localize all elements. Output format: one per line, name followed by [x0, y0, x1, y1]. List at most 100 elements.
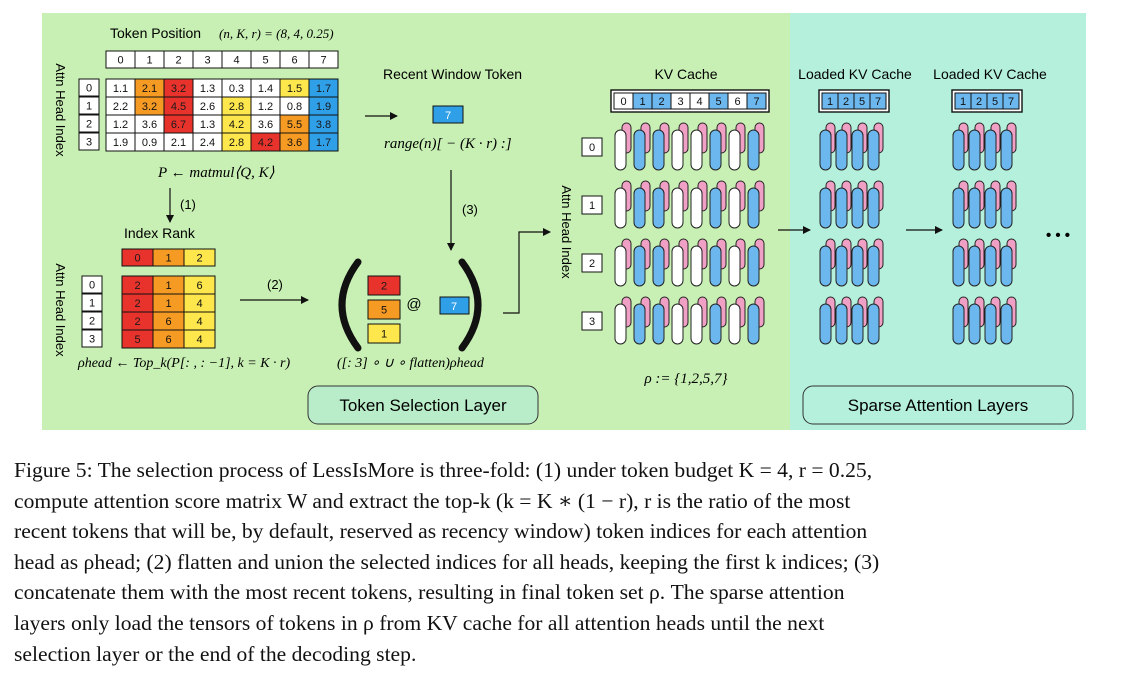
loaded-key-pill [1000, 129, 1013, 171]
concat-recent-cell [439, 296, 470, 315]
score-row-index-cell [78, 114, 100, 133]
selected-token-cell [367, 275, 401, 296]
loaded-key-pill [952, 245, 965, 287]
figure: Token Position (n, K, r) = (8, 4, 0.25) … [42, 13, 1086, 430]
attn-head-index-label-top: Attn Head Index [53, 63, 68, 157]
loaded-token-1-cell [869, 92, 887, 110]
score-cell-text: 2.8 [229, 101, 244, 113]
loaded-key-pill [819, 303, 832, 345]
loaded-key-pill [968, 303, 981, 345]
loaded-key-pill [968, 187, 981, 229]
loaded-key-pill [819, 129, 832, 171]
kv-token-cell-text: 3 [677, 96, 683, 108]
loaded-key-pill [835, 129, 848, 171]
kv-key-pill [728, 187, 741, 229]
score-cell-text: 1.9 [316, 101, 331, 113]
score-cell [308, 132, 339, 152]
rank-cell-text: 2 [134, 298, 140, 310]
score-cell-text: 1.2 [113, 119, 128, 131]
caption-line: compute attention score matrix W and ext… [14, 488, 851, 513]
caption-line: selection layer or the end of the decodi… [14, 641, 417, 666]
kv-key-pill [671, 303, 684, 345]
loaded-token-2-cell-text: 2 [976, 96, 982, 108]
score-cell-text: 1.1 [113, 83, 128, 95]
loaded-key-pill [867, 245, 880, 287]
concat-recent-value: 7 [451, 301, 457, 313]
score-cell-text: 2.4 [200, 137, 215, 149]
score-cell-text: 1.5 [287, 83, 302, 95]
selected-token-column: 2 5 1 [367, 275, 401, 344]
rank-cell-text: 6 [196, 280, 202, 292]
loaded-key-pill [819, 187, 832, 229]
loaded-key-pill [851, 187, 864, 229]
caption-line: head as ρhead; (2) flatten and union the… [14, 549, 880, 574]
kv-key-pill [709, 129, 722, 171]
loaded-kv-cylinders-2 [952, 122, 1017, 345]
loaded-key-pill [952, 129, 965, 171]
loaded-key-pill [835, 187, 848, 229]
kv-head-label-cell [581, 253, 603, 273]
flatten-formula: ([: 3] ∘ ∪ ∘ flatten)ρhead [337, 356, 485, 371]
rank-cell-text: 2 [134, 316, 140, 328]
sparse-attention-layers-label: Sparse Attention Layers [848, 396, 1029, 415]
step1-label: (1) [180, 197, 196, 212]
loaded-key-pill [835, 303, 848, 345]
loaded-kv-label-1: Loaded KV Cache [798, 66, 912, 82]
kv-token-cell-text: 5 [715, 96, 721, 108]
loaded-key-pill [1000, 245, 1013, 287]
rank-cell-text: 5 [134, 334, 140, 346]
kv-token-cell [746, 92, 767, 110]
loaded-key-pill [867, 303, 880, 345]
selected-token-cell-text: 1 [381, 328, 387, 340]
selected-token-cell-text: 2 [381, 280, 387, 292]
score-cell-text: 6.7 [171, 119, 186, 131]
kv-key-pill [671, 245, 684, 287]
score-cell-text: 3.6 [287, 137, 302, 149]
loaded-key-pill [984, 245, 997, 287]
token-header-cell-text: 1 [146, 54, 152, 66]
score-row-index-cell-text: 0 [86, 82, 92, 94]
concat-symbol: @ [406, 296, 421, 313]
kv-token-cell-text: 7 [753, 96, 759, 108]
rank-row-index-cell-text: 3 [89, 333, 95, 345]
caption-line: layers only load the tensors of tokens i… [14, 610, 825, 635]
loaded-token-1-cell-text: 1 [827, 96, 833, 108]
sparse-attention-layers-box [802, 385, 1074, 425]
score-row-index-cell-text: 3 [86, 136, 92, 148]
token-header-cell-text: 0 [117, 54, 123, 66]
loaded-key-pill [952, 187, 965, 229]
kv-key-pill [671, 187, 684, 229]
kv-key-pill [652, 245, 665, 287]
kv-key-pill [633, 129, 646, 171]
kv-token-cell-text: 0 [620, 96, 626, 108]
kv-key-pill [690, 129, 703, 171]
score-cell-text: 1.4 [258, 83, 273, 95]
score-cell-text: 1.3 [200, 83, 215, 95]
score-cell-text: 3.2 [171, 83, 186, 95]
kv-token-cell-text: 1 [639, 96, 645, 108]
loaded-token-2-cell-text: 5 [992, 96, 998, 108]
token-header-cell [308, 50, 339, 69]
matmul-formula: P ← matmul⟨Q, K⟩ [157, 165, 275, 181]
kv-key-pill [747, 245, 760, 287]
loaded-key-pill [851, 129, 864, 171]
token-header-cell-text: 4 [233, 54, 239, 66]
loaded-token-1-cell-text: 2 [843, 96, 849, 108]
ellipsis: • • • [1046, 227, 1070, 244]
score-cell-text: 2.2 [113, 101, 128, 113]
loaded-token-1-cell-text: 7 [875, 96, 881, 108]
rank-header-cell-text: 2 [196, 252, 202, 264]
range-formula: range(n)[ − (K · r) :] [384, 136, 512, 152]
token-position-label: Token Position [110, 25, 201, 41]
loaded-token-2-cell-text: 1 [960, 96, 966, 108]
score-cell-text: 2.6 [200, 101, 215, 113]
selected-token-cell-text: 5 [381, 304, 387, 316]
figure-caption: Figure 5: The selection process of LessI… [14, 455, 1114, 669]
selected-token-cell [367, 323, 401, 344]
loaded-key-pill [984, 129, 997, 171]
to-kv-arrow [503, 228, 551, 314]
score-cell-text: 1.2 [258, 101, 273, 113]
